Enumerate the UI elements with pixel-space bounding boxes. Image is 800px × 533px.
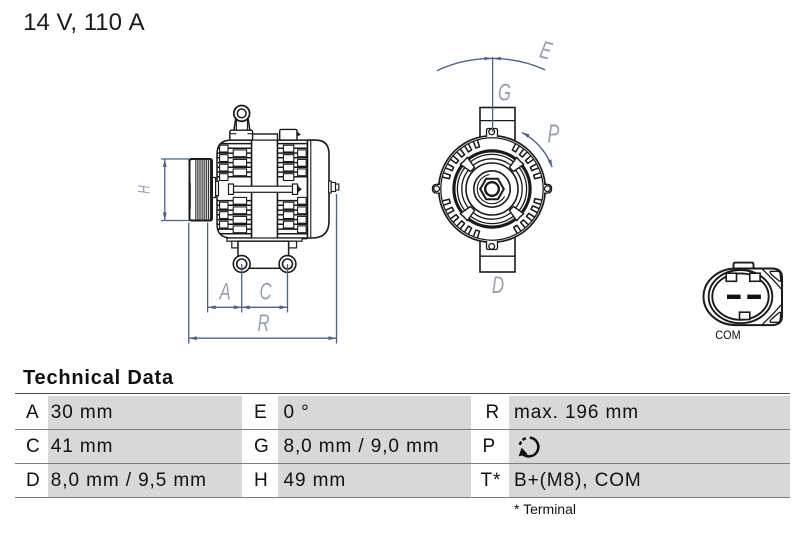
svg-text:P: P — [548, 119, 560, 148]
svg-text:COM: COM — [715, 329, 740, 341]
svg-text:H: H — [135, 185, 154, 194]
svg-text:E: E — [537, 37, 555, 66]
svg-text:D: D — [492, 272, 504, 299]
svg-text:R: R — [258, 310, 270, 337]
svg-text:A: A — [218, 279, 231, 306]
svg-text:G: G — [498, 79, 511, 106]
svg-text:C: C — [260, 279, 273, 306]
